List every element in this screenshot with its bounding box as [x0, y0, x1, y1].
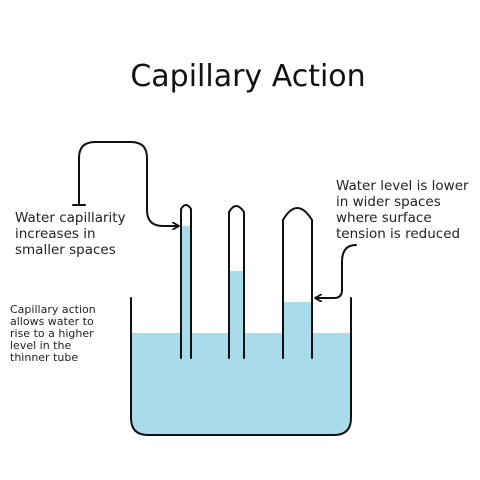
annotation-capillary-action-line: level in the	[10, 339, 71, 352]
beaker-outline	[130, 297, 352, 436]
capillarity-arrow	[78, 141, 178, 226]
medium-tube-water	[230, 271, 243, 358]
annotation-capillarity: Water capillarity increases in smaller s…	[15, 210, 130, 258]
annotation-surface-tension-line: in wider spaces	[336, 194, 441, 210]
annotation-capillarity-line: smaller spaces	[15, 242, 116, 258]
annotation-capillary-action-line: rise to a higher	[10, 327, 94, 340]
annotation-surface-tension: Water level is lower in wider spaces whe…	[336, 178, 473, 242]
annotation-surface-tension-line: tension is reduced	[336, 226, 460, 242]
annotation-capillary-action-line: thinner tube	[10, 351, 78, 364]
wide-tube-water	[284, 302, 311, 358]
annotation-capillary-action: Capillary action allows water to rise to…	[10, 303, 99, 364]
annotation-capillarity-line: increases in	[15, 226, 96, 242]
wide-tube	[282, 207, 313, 359]
annotation-surface-tension-line: where surface	[336, 210, 432, 226]
medium-tube	[228, 205, 245, 359]
annotation-surface-tension-line: Water level is lower	[336, 178, 469, 194]
thin-tube-water	[182, 226, 190, 358]
diagram-title: Capillary Action	[130, 59, 365, 94]
surface-tension-arrow	[316, 244, 357, 298]
annotation-capillary-action-line: Capillary action	[10, 303, 96, 316]
beaker-water	[131, 333, 351, 435]
annotation-capillarity-line: Water capillarity	[15, 210, 126, 226]
thin-tube	[180, 204, 192, 359]
annotation-capillary-action-line: allows water to	[10, 315, 94, 328]
